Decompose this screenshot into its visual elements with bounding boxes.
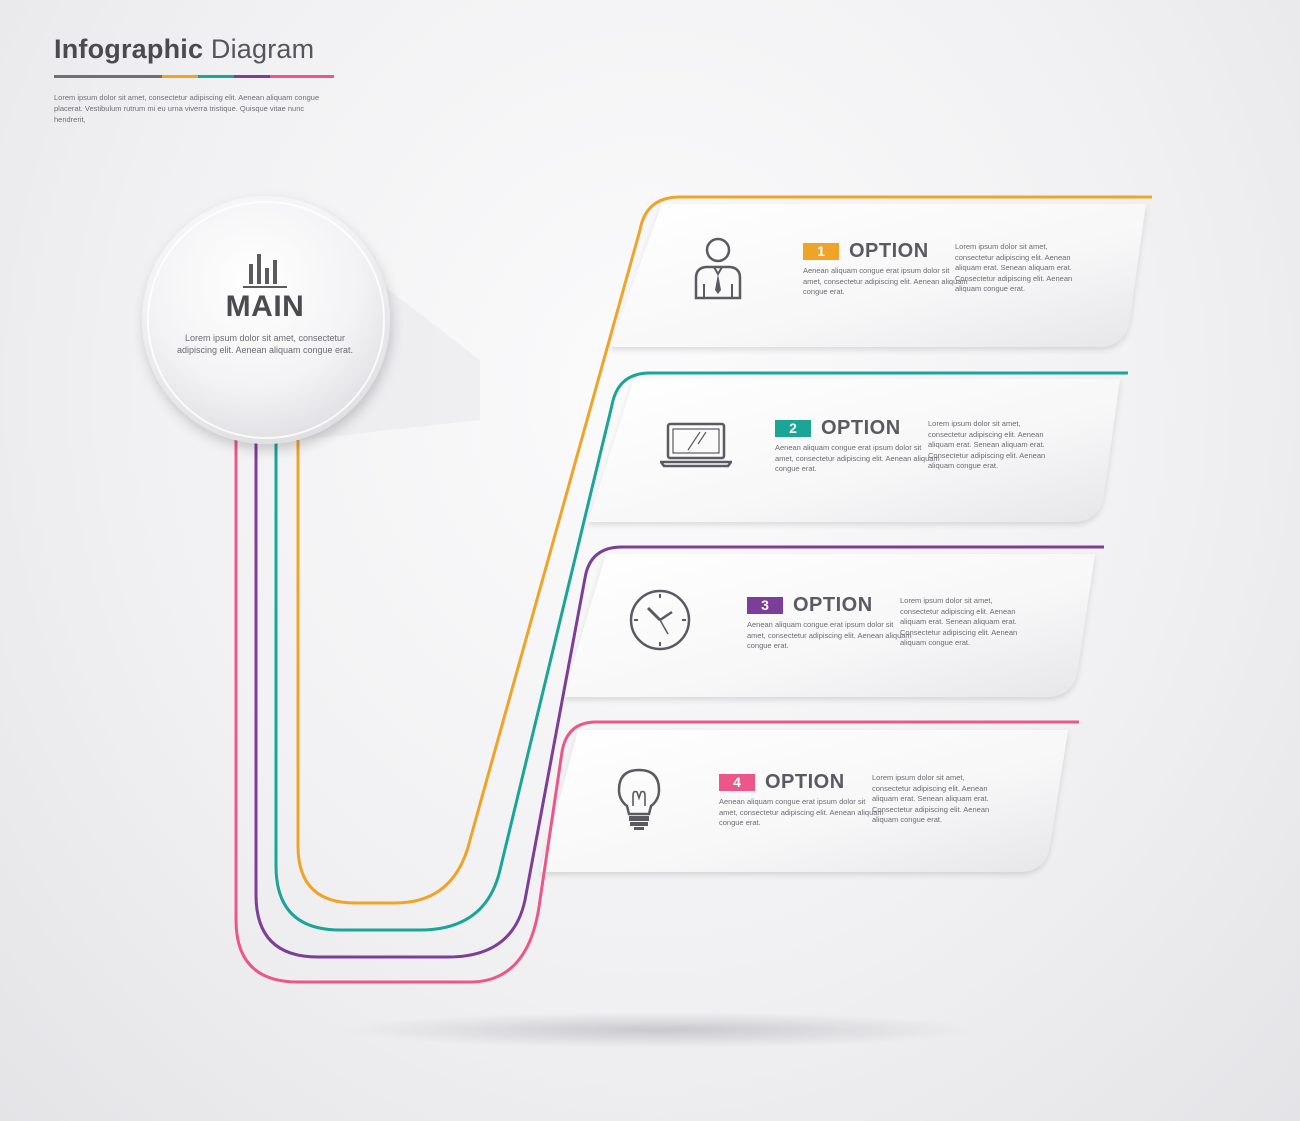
floor-shadow — [340, 1012, 980, 1048]
option-1: 1 OPTION Aenean aliquam congue erat ipsu… — [803, 240, 968, 298]
option-3-desc-short: Aenean aliquam congue erat ipsum dolor s… — [747, 620, 912, 650]
connector-line-teal — [274, 371, 1128, 932]
card-2 — [588, 379, 1120, 522]
clock-icon — [628, 588, 692, 657]
option-3-title: OPTION — [793, 594, 873, 616]
option-4-desc-short: Aenean aliquam congue erat ipsum dolor s… — [719, 797, 884, 827]
option-1-desc-short: Aenean aliquam congue erat ipsum dolor s… — [803, 266, 968, 296]
page-title: Infographic Diagram — [54, 34, 344, 65]
header: Infographic Diagram Lorem ipsum dolor si… — [54, 34, 344, 125]
option-2: 2 OPTION Aenean aliquam congue erat ipsu… — [775, 417, 940, 475]
title-bar-gray — [54, 75, 162, 78]
option-4-title: OPTION — [765, 771, 845, 793]
connector-line-purple — [254, 440, 1104, 959]
bar-chart-icon — [243, 254, 287, 288]
connector-line-orange — [296, 195, 1152, 905]
option-4: 4 OPTION Aenean aliquam congue erat ipsu… — [719, 771, 884, 829]
option-1-desc-long: Lorem ipsum dolor sit amet, consectetur … — [955, 242, 1073, 293]
title-light: Diagram — [210, 34, 315, 64]
main-content: MAIN Lorem ipsum dolor sit amet, consect… — [160, 250, 370, 356]
option-2-desc-long: Lorem ipsum dolor sit amet, consectetur … — [928, 419, 1046, 470]
title-bold: Infographic — [54, 34, 204, 64]
option-4-badge: 4 — [719, 774, 755, 791]
laptop-icon — [658, 420, 734, 473]
card-4 — [540, 730, 1068, 872]
main-description: Lorem ipsum dolor sit amet, consectetur … — [176, 333, 354, 355]
main-title: MAIN — [225, 290, 305, 323]
option-1-title: OPTION — [849, 240, 929, 262]
option-2-badge: 2 — [775, 420, 811, 437]
title-bar-orange — [162, 75, 198, 78]
title-bar-pink — [270, 75, 334, 78]
option-2-title: OPTION — [821, 417, 901, 439]
title-color-bar — [54, 75, 334, 78]
option-2-desc-short: Aenean aliquam congue erat ipsum dolor s… — [775, 443, 940, 473]
card-3 — [563, 554, 1095, 697]
header-description: Lorem ipsum dolor sit amet, consectetur … — [54, 93, 320, 124]
option-1-badge: 1 — [803, 243, 839, 260]
option-3-desc-long: Lorem ipsum dolor sit amet, consectetur … — [900, 596, 1018, 647]
main-circle — [142, 196, 390, 444]
option-3-badge: 3 — [747, 597, 783, 614]
connector-line-pink — [234, 440, 1079, 984]
option-4-desc-long: Lorem ipsum dolor sit amet, consectetur … — [872, 773, 990, 824]
lightbulb-icon — [613, 766, 665, 837]
title-bar-teal — [198, 75, 234, 78]
main-circle-rim — [147, 201, 385, 439]
title-bar-purple — [234, 75, 270, 78]
option-3: 3 OPTION Aenean aliquam congue erat ipsu… — [747, 594, 912, 652]
person-icon — [690, 234, 746, 309]
card-1 — [610, 204, 1146, 347]
